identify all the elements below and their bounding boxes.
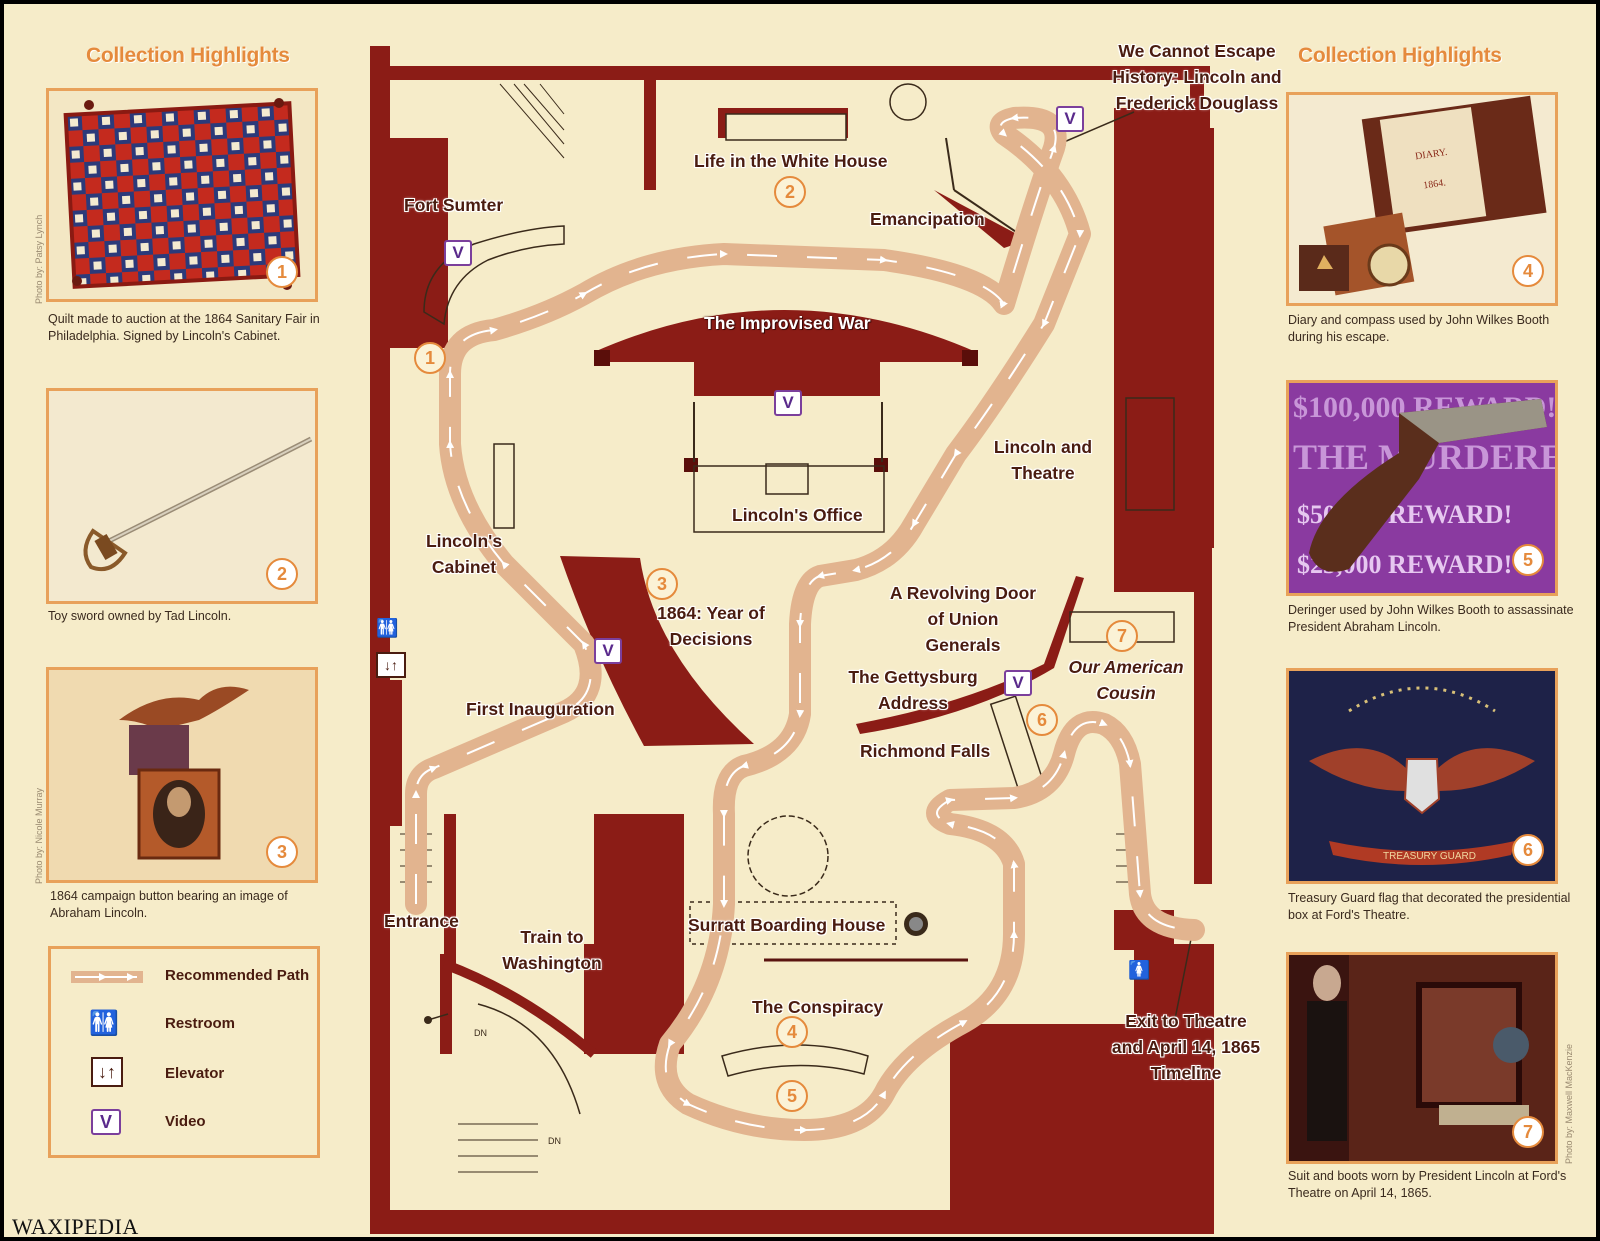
video-icon: V xyxy=(91,1109,121,1135)
label-the-conspiracy[interactable]: The Conspiracy xyxy=(752,997,884,1017)
highlight-4-caption: Diary and compass used by John Wilkes Bo… xyxy=(1288,313,1550,344)
label-train-to-washington[interactable]: Train to Washington xyxy=(502,927,602,973)
label-fort-sumter[interactable]: Fort Sumter xyxy=(404,195,504,215)
restroom-icon: 🚻 xyxy=(89,1010,119,1037)
svg-text:1864.: 1864. xyxy=(1423,177,1447,191)
right-collection-header: Collection Highlights xyxy=(1298,44,1502,67)
recommended-path-icon xyxy=(71,971,143,983)
highlight-7-number: 7 xyxy=(1512,1116,1544,1148)
label-exit-to-theatre[interactable]: Exit to Theatre and April 14, 1865 Timel… xyxy=(1111,1011,1261,1083)
label-entrance[interactable]: Entrance xyxy=(384,911,459,931)
svg-text:DIARY.: DIARY. xyxy=(1415,147,1449,162)
legend-video-label: Video xyxy=(165,1113,206,1130)
map-number-4[interactable]: 4 xyxy=(776,1016,808,1048)
video-marker-douglass[interactable]: V xyxy=(1056,106,1084,132)
label-first-inauguration[interactable]: First Inauguration xyxy=(466,699,615,719)
map-number-3[interactable]: 3 xyxy=(646,568,678,600)
label-revolving-door[interactable]: A Revolving Door of Union Generals xyxy=(889,583,1037,655)
video-marker-lincolns-office[interactable]: V xyxy=(774,390,802,416)
highlight-5-caption: Deringer used by John Wilkes Booth to as… xyxy=(1288,603,1574,634)
legend-restroom-label: Restroom xyxy=(165,1015,236,1032)
map-number-2[interactable]: 2 xyxy=(774,176,806,208)
svg-text:TREASURY GUARD: TREASURY GUARD xyxy=(1383,851,1476,862)
label-lincolns-office[interactable]: Lincoln's Office xyxy=(732,505,863,525)
highlight-7-caption: Suit and boots worn by President Lincoln… xyxy=(1288,1169,1567,1200)
legend-row-path: Recommended Path xyxy=(51,959,317,999)
video-marker-gettysburg[interactable]: V xyxy=(1004,670,1032,696)
floor-plan xyxy=(370,46,1214,1234)
map-legend: Recommended Path 🚻 Restroom ↓↑ Elevator … xyxy=(48,946,320,1158)
label-surratt-boarding-house[interactable]: Surratt Boarding House xyxy=(688,915,886,935)
map-number-6[interactable]: 6 xyxy=(1026,704,1058,736)
deringer-photo: $100,000 REWARD! THE MURDERER $50,000 RE… xyxy=(1286,380,1558,596)
map-number-7[interactable]: 7 xyxy=(1106,620,1138,652)
label-dn-1: DN xyxy=(474,1028,487,1038)
highlight-3-caption: 1864 campaign button bearing an image of… xyxy=(50,889,288,920)
label-emancipation[interactable]: Emancipation xyxy=(870,209,985,229)
watermark: WAXIPEDIA xyxy=(12,1214,139,1237)
legend-elevator-label: Elevator xyxy=(165,1065,225,1082)
highlight-5-number: 5 xyxy=(1512,544,1544,576)
legend-row-video: V Video xyxy=(51,1105,317,1145)
map-number-5[interactable]: 5 xyxy=(776,1080,808,1112)
lincoln-suit-photo xyxy=(1286,952,1558,1164)
label-gettysburg[interactable]: The Gettysburg Address xyxy=(848,667,978,713)
label-our-american-cousin[interactable]: Our American Cousin xyxy=(1068,657,1184,703)
label-we-cannot-escape[interactable]: We Cannot Escape History: Lincoln and Fr… xyxy=(1112,41,1282,113)
map-restroom-icon[interactable]: 🚻 xyxy=(376,618,399,638)
highlight-2-number: 2 xyxy=(266,558,298,590)
left-collection-header: Collection Highlights xyxy=(86,44,290,67)
highlight-2-caption: Toy sword owned by Tad Lincoln. xyxy=(48,609,232,623)
museum-map-brochure: Collection Highlights 1 Photo by: Patsy … xyxy=(4,4,1596,1237)
label-richmond-falls[interactable]: Richmond Falls xyxy=(860,741,991,761)
highlight-6-caption: Treasury Guard flag that decorated the p… xyxy=(1288,891,1571,922)
highlight-4-number: 4 xyxy=(1512,255,1544,287)
recommended-path xyxy=(405,106,1205,1141)
legend-row-restroom: 🚻 Restroom xyxy=(51,1005,317,1045)
map-number-1[interactable]: 1 xyxy=(414,342,446,374)
highlight-6-number: 6 xyxy=(1512,834,1544,866)
label-improvised-war[interactable]: The Improvised War xyxy=(704,313,871,333)
label-life-white-house[interactable]: Life in the White House xyxy=(694,151,888,171)
video-marker-first-inauguration[interactable]: V xyxy=(594,638,622,664)
map-elevator-icon[interactable]: ↓↑ xyxy=(376,652,406,678)
label-lincoln-and-theatre[interactable]: Lincoln and Theatre xyxy=(993,437,1093,483)
label-dn-2: DN xyxy=(548,1136,561,1146)
map-restroom-icon-exit[interactable]: 🚺 xyxy=(1128,960,1151,980)
legend-row-elevator: ↓↑ Elevator xyxy=(51,1055,317,1095)
highlight-1-number: 1 xyxy=(266,256,298,288)
label-year-of-decisions[interactable]: 1864: Year of Decisions xyxy=(657,603,765,649)
elevator-icon: ↓↑ xyxy=(91,1057,123,1087)
highlight-1-caption: Quilt made to auction at the 1864 Sanita… xyxy=(48,312,320,343)
legend-path-label: Recommended Path xyxy=(165,967,310,984)
video-marker-fort-sumter[interactable]: V xyxy=(444,240,472,266)
highlight-3-number: 3 xyxy=(266,836,298,868)
label-lincolns-cabinet[interactable]: Lincoln's Cabinet xyxy=(425,531,503,577)
